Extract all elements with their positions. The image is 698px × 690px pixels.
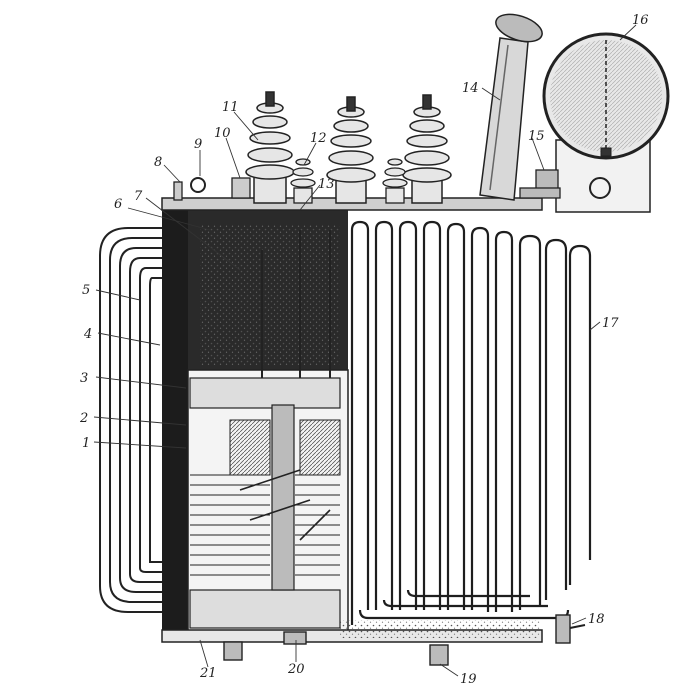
label-21: 21 [199, 666, 217, 681]
left-radiator-bank [99, 227, 172, 613]
exhaust-pipe [479, 13, 543, 201]
label-17: 17 [602, 316, 619, 331]
lv-bushing-12 [290, 158, 316, 204]
lv-bushing-right [382, 158, 408, 204]
right-radiator-bank [350, 220, 592, 625]
label-6: 6 [114, 197, 122, 212]
label-13: 13 [318, 177, 335, 192]
label-5: 5 [82, 283, 90, 298]
callout-labels: 1 2 3 4 5 6 7 8 9 10 11 12 13 14 15 16 1… [79, 13, 649, 687]
label-2: 2 [79, 411, 88, 426]
leader-lines [93, 24, 637, 677]
label-15: 15 [528, 129, 545, 144]
label-7: 7 [134, 189, 143, 204]
label-11: 11 [222, 100, 239, 115]
core-and-windings [189, 230, 341, 629]
gas-relay [519, 169, 611, 199]
label-8: 8 [154, 155, 162, 170]
label-10: 10 [214, 126, 231, 141]
conservator-tank [542, 32, 670, 213]
label-16: 16 [632, 13, 649, 28]
label-12: 12 [310, 131, 327, 146]
hv-bushing-right [402, 94, 452, 204]
label-4: 4 [83, 327, 92, 342]
label-14: 14 [462, 81, 479, 96]
hv-bushing-11 [245, 91, 295, 204]
cover-fittings [173, 177, 251, 201]
label-19: 19 [460, 672, 477, 687]
label-3: 3 [80, 371, 88, 386]
hv-bushing-middle [326, 96, 376, 204]
label-20: 20 [287, 662, 305, 677]
base-fittings [223, 614, 586, 666]
label-9: 9 [194, 137, 202, 152]
label-1: 1 [82, 436, 90, 451]
label-18: 18 [588, 612, 605, 627]
